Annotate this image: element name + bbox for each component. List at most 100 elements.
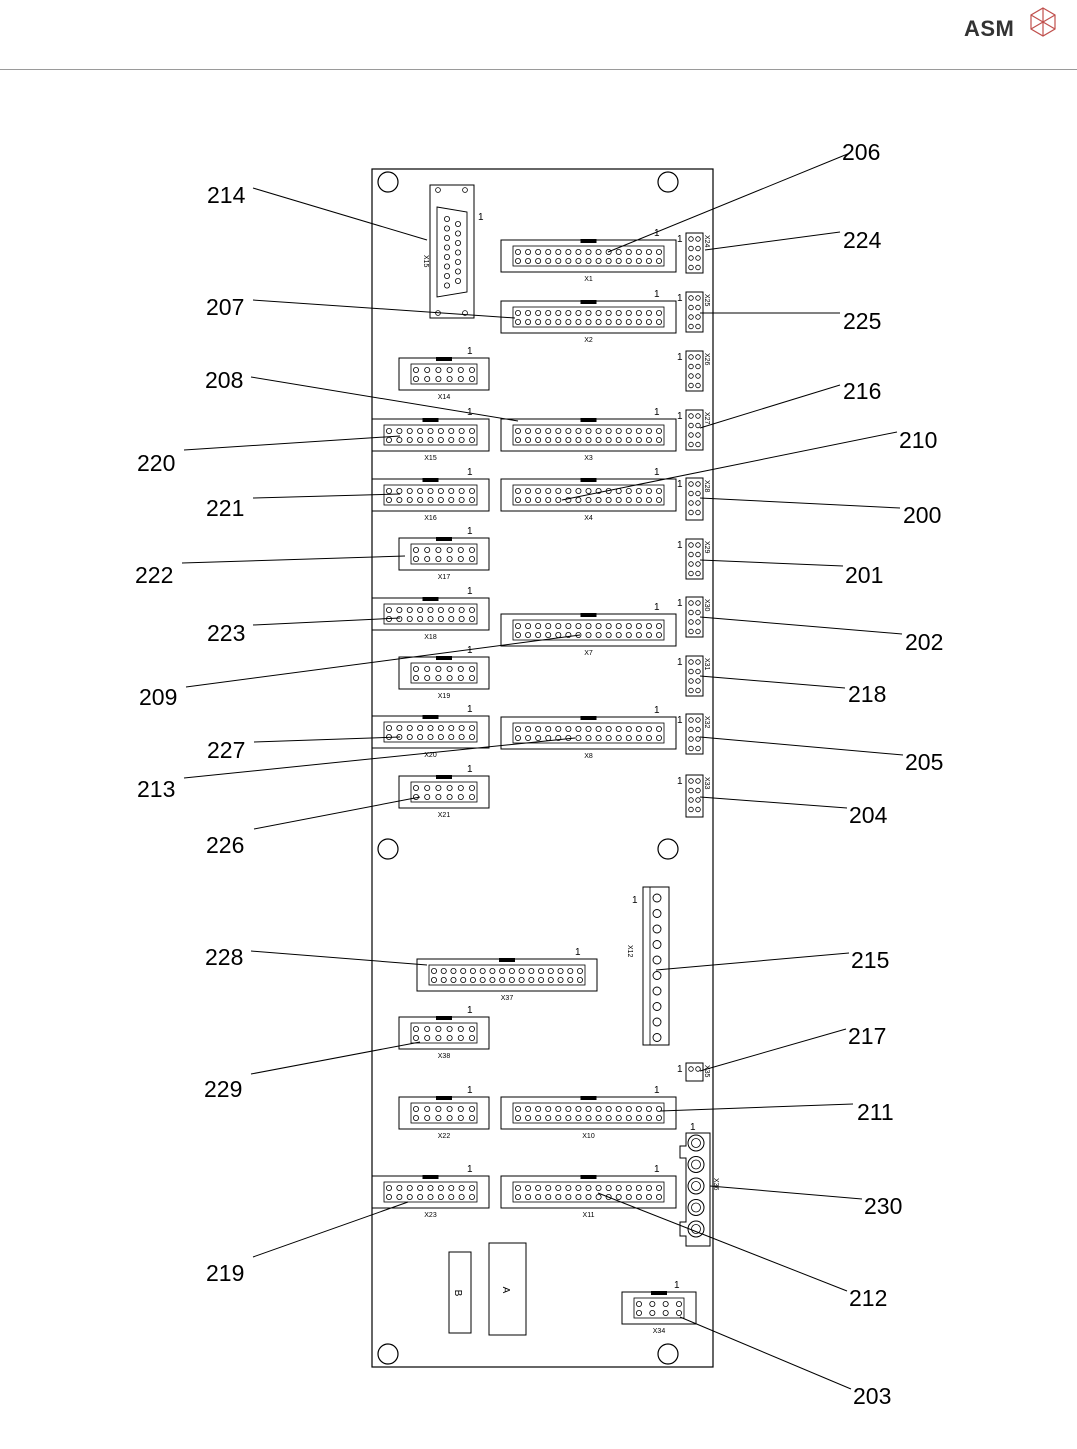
connector-ref-label: X29 <box>703 541 710 554</box>
pin1-marker: 1 <box>677 598 683 609</box>
connector-ref-label: X20 <box>424 752 437 759</box>
block-b: B <box>448 1251 472 1334</box>
board-outline <box>371 168 714 1368</box>
callout-label-209: 209 <box>139 684 177 710</box>
connector-x2: 1X2 <box>500 289 677 344</box>
callout-label-214: 214 <box>207 182 246 208</box>
leader-line <box>699 559 844 567</box>
callout-label-208: 208 <box>205 367 243 393</box>
pin1-marker: 1 <box>467 704 473 715</box>
connector-x4: 1X4 <box>500 467 677 522</box>
leader-line <box>699 675 846 689</box>
block-a: A <box>488 1242 527 1336</box>
pin1-marker: 1 <box>467 1164 473 1175</box>
callout-label-228: 228 <box>205 944 243 970</box>
leader-line <box>679 1316 852 1390</box>
leader-line <box>183 435 401 451</box>
mounting-hole <box>377 171 399 193</box>
leader-line <box>704 231 841 251</box>
leader-line <box>252 493 401 499</box>
mounting-hole <box>657 171 679 193</box>
callout-label-207: 207 <box>206 294 244 320</box>
leader-line <box>252 299 516 319</box>
callout-label-211: 211 <box>857 1099 894 1125</box>
connector-ref-label: X33 <box>703 777 710 790</box>
pin1-marker: 1 <box>654 1164 660 1175</box>
callout-label-215: 215 <box>851 947 889 973</box>
brand-name: ASM <box>964 16 1015 41</box>
connector-ref-label: X7 <box>584 650 593 657</box>
leader-line <box>250 376 519 422</box>
pin1-marker: 1 <box>654 407 660 418</box>
connector-ref-label: X32 <box>703 716 710 729</box>
connector-ref-label: X26 <box>703 353 710 366</box>
pin1-marker: 1 <box>677 293 683 304</box>
board-components: 1X11X21X31X41X71X81X101X111X141X151X161X… <box>371 184 719 1336</box>
connector-ref-label: X35 <box>703 1065 710 1078</box>
pin1-marker: 1 <box>674 1280 680 1291</box>
pin1-marker: 1 <box>467 526 473 537</box>
leader-line <box>253 796 421 830</box>
connector-ref-label: X34 <box>653 1328 666 1335</box>
callout-label-223: 223 <box>207 620 245 646</box>
connector-ref-label: X28 <box>703 480 710 493</box>
leader-line <box>659 1103 854 1112</box>
leader-line <box>181 555 406 564</box>
pin1-marker: 1 <box>467 346 473 357</box>
pin1-marker: 1 <box>654 467 660 478</box>
pin-header-x32: 1 X32 <box>677 713 710 755</box>
pin1-marker: 1 <box>677 479 683 490</box>
callout-label-203: 203 <box>853 1383 891 1409</box>
callout-label-200: 200 <box>903 502 941 528</box>
mounting-hole <box>657 838 679 860</box>
callout-label-225: 225 <box>843 308 881 334</box>
leader-line <box>699 384 841 429</box>
pin1-marker: 1 <box>690 1122 696 1133</box>
pin1-marker: 1 <box>677 715 683 726</box>
mounting-hole <box>377 838 399 860</box>
connector-ref-label: X4 <box>584 515 593 522</box>
pin-header-x28: 1 X28 <box>677 477 710 521</box>
connector-ref-label: X16 <box>424 515 437 522</box>
pin1-marker: 1 <box>677 234 683 245</box>
connector-x7: 1X7 <box>500 602 677 657</box>
mounting-hole <box>657 1343 679 1365</box>
callout-label-213: 213 <box>137 776 175 802</box>
pin1-marker: 1 <box>677 1064 683 1075</box>
leader-line <box>699 796 848 809</box>
connector-ref-label: X8 <box>584 753 593 760</box>
pin1-marker: 1 <box>632 895 638 906</box>
leader-line <box>607 152 851 253</box>
leader-line <box>183 737 576 779</box>
callout-label-221: 221 <box>206 495 244 521</box>
callout-label-210: 210 <box>899 427 937 453</box>
pin1-marker: 1 <box>654 289 660 300</box>
callout-label-204: 204 <box>849 802 888 828</box>
callout-label-227: 227 <box>207 737 245 763</box>
connector-ref-label: X23 <box>424 1212 437 1219</box>
header-divider <box>0 69 1077 70</box>
callout-label-212: 212 <box>849 1285 887 1311</box>
connector-ref-label: X17 <box>438 574 451 581</box>
connector-ref-label: X3 <box>584 455 593 462</box>
pin1-marker: 1 <box>654 705 660 716</box>
mounting-hole <box>377 1343 399 1365</box>
brand-logo: ASM <box>964 6 1076 50</box>
pin1-marker: 1 <box>467 586 473 597</box>
leader-line <box>252 617 401 626</box>
connector-ref-label: X27 <box>703 412 710 425</box>
pin1-marker: 1 <box>467 645 473 656</box>
